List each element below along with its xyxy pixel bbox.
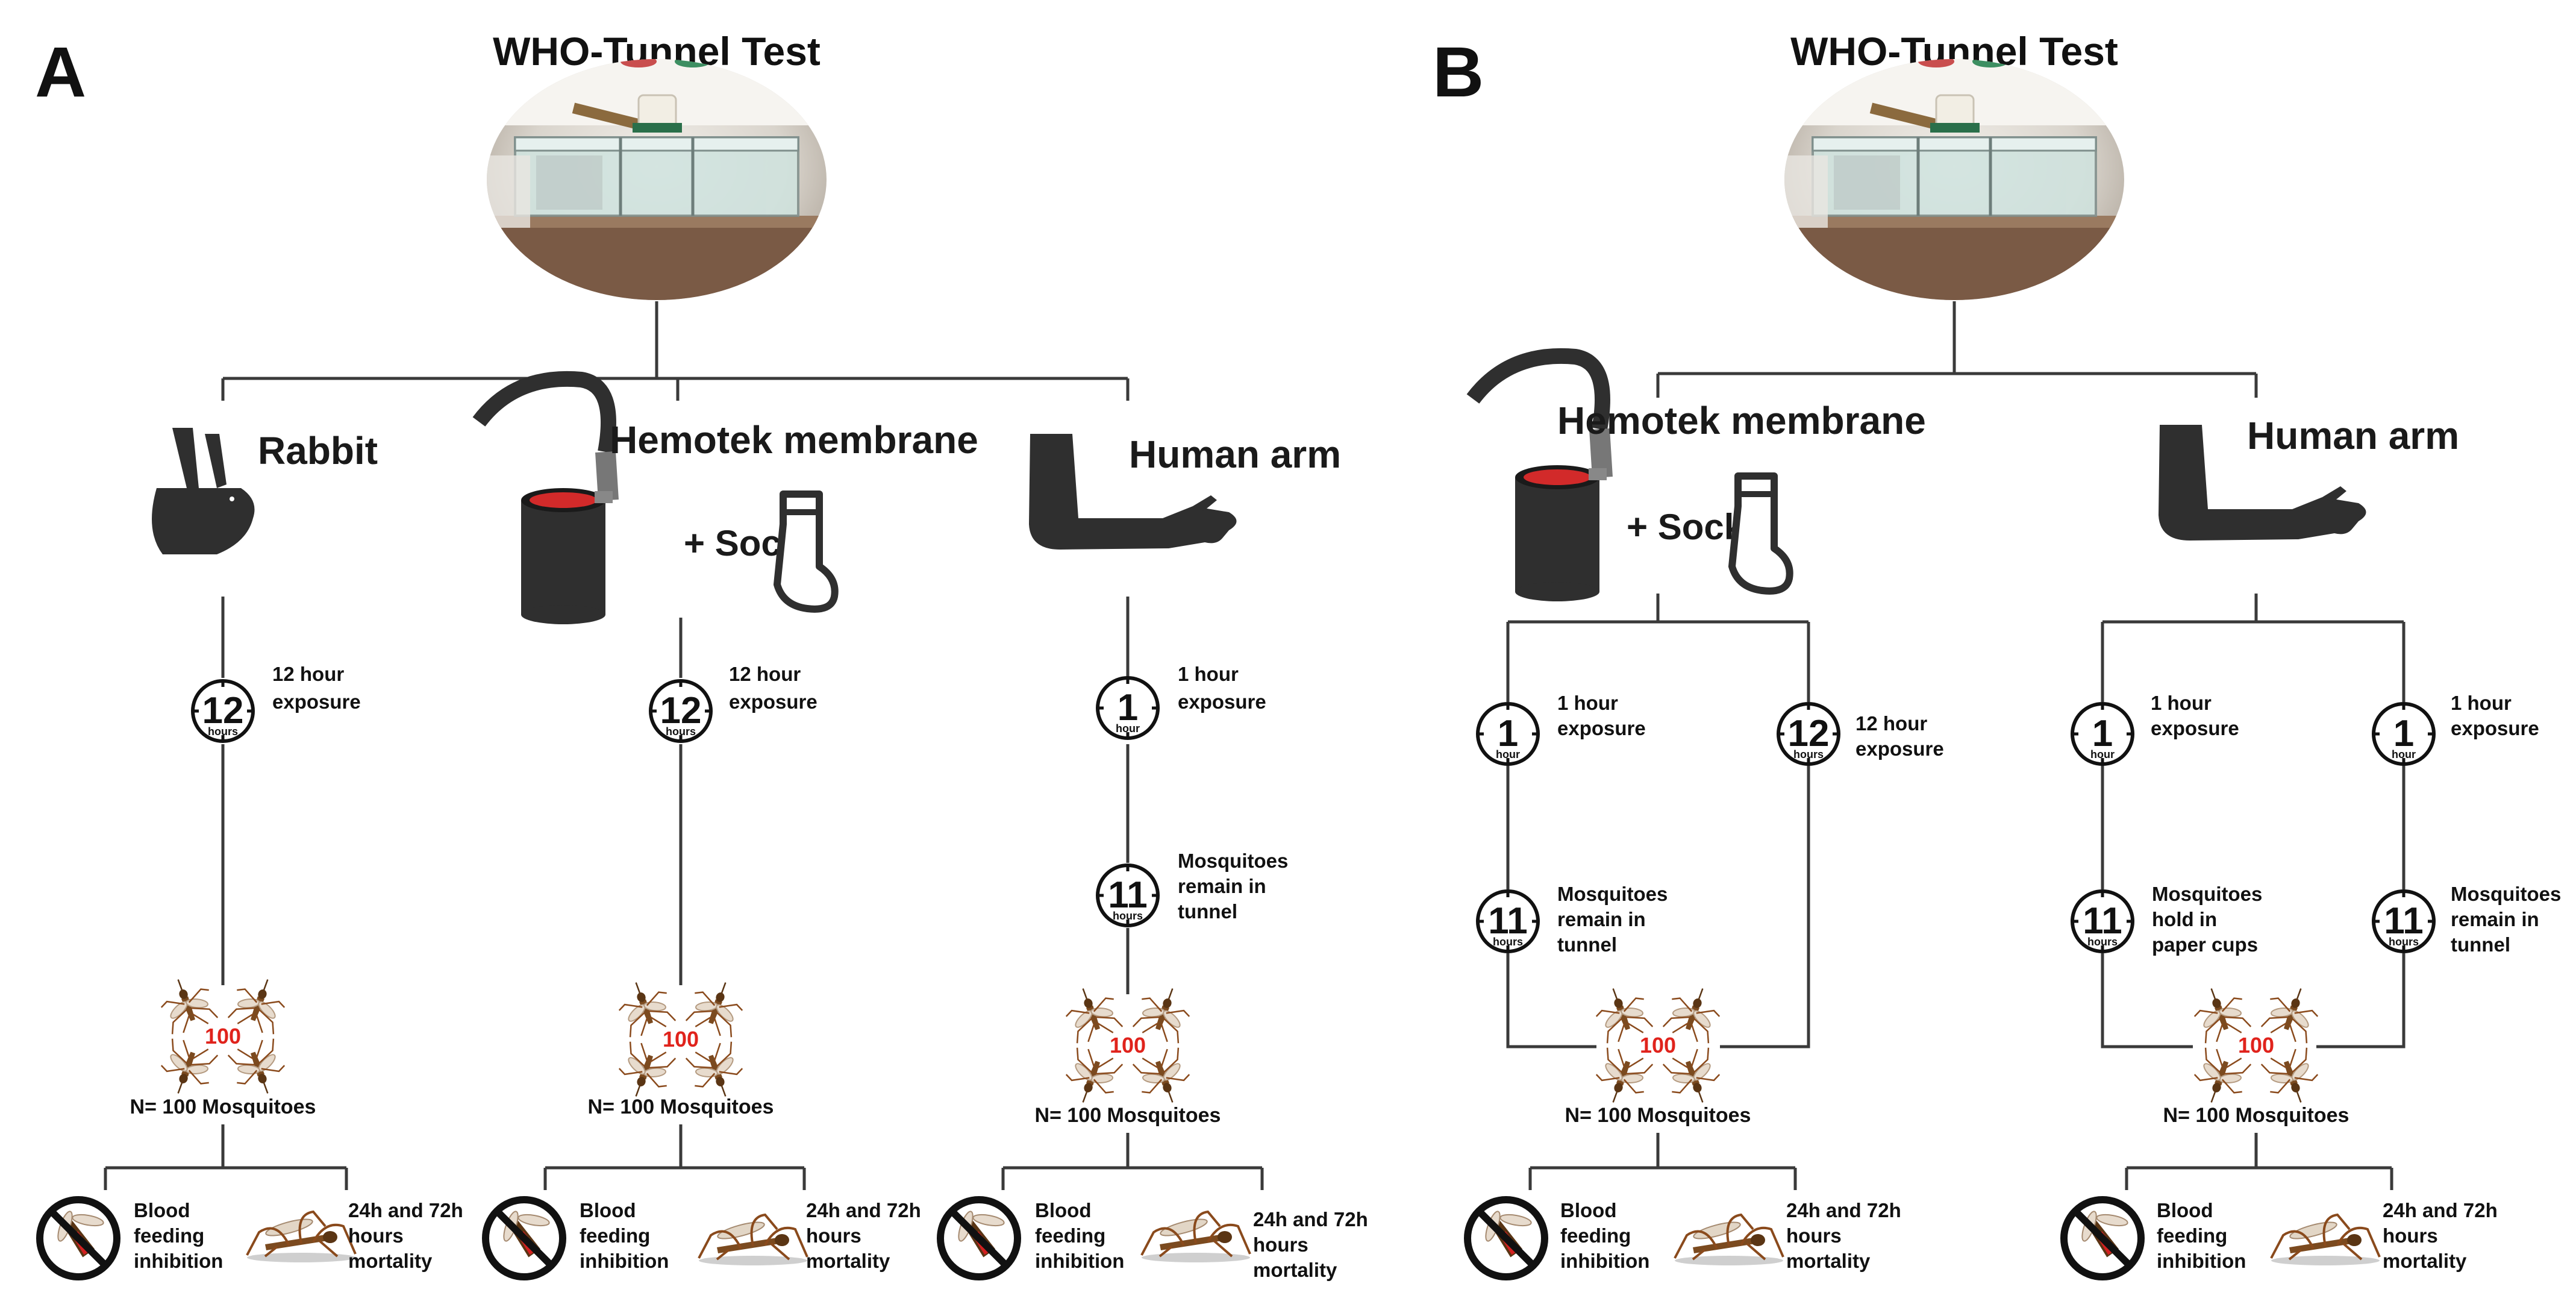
n-label: N= 100 Mosquitoes <box>130 1095 316 1118</box>
clock-icon: 11 hours <box>2374 891 2434 951</box>
dead-mosquito-icon <box>246 1211 357 1264</box>
mosquito-count: 100 <box>205 1024 241 1048</box>
svg-text:11: 11 <box>1488 900 1528 942</box>
mosquito-cluster: 100 <box>153 970 293 1103</box>
svg-text:hour: hour <box>2392 748 2416 760</box>
hemotek-feeder-icon <box>479 379 613 624</box>
sock-label: + Sock <box>1627 507 1745 547</box>
clock-icon: 1 hour <box>2072 704 2133 764</box>
step-label: Mosquitoes hold in paper cups <box>2152 883 2268 956</box>
panel-letter: B <box>1433 33 1484 112</box>
tunnel-photo <box>1774 53 2135 306</box>
sock-icon <box>777 494 835 609</box>
dead-mosquito-icon <box>2270 1214 2381 1267</box>
no-feeding-icon <box>940 1200 1018 1277</box>
mosquito-cluster: 100 <box>1058 979 1198 1112</box>
mosquito-cluster: 100 <box>2186 979 2326 1112</box>
svg-text:12: 12 <box>660 690 702 732</box>
source-label: Rabbit <box>258 429 378 472</box>
svg-text:12: 12 <box>1788 713 1830 754</box>
step-label: 12 hour exposure <box>729 663 818 713</box>
svg-text:hour: hour <box>1496 748 1520 760</box>
clock-icon: 11 hours <box>2072 891 2133 951</box>
mosquito-count: 100 <box>1640 1033 1676 1058</box>
outcome-label: Blood feeding inhibition <box>134 1199 223 1272</box>
source-label: Human arm <box>1129 433 1341 476</box>
no-feeding-icon <box>486 1200 563 1277</box>
mosquito-count: 100 <box>663 1027 699 1051</box>
clock-icon: 12 hours <box>1778 704 1839 764</box>
sock-icon <box>1732 476 1790 591</box>
svg-text:1: 1 <box>1118 687 1138 729</box>
clock-icon: 11 hours <box>1098 865 1158 926</box>
n-label: N= 100 Mosquitoes <box>2163 1104 2349 1127</box>
clock-icon: 1 hour <box>2374 704 2434 764</box>
step-label: Mosquitoes remain in tunnel <box>1557 883 1674 956</box>
svg-text:hours: hours <box>666 725 696 738</box>
mosquito-count: 100 <box>2238 1033 2274 1058</box>
n-label: N= 100 Mosquitoes <box>1565 1104 1751 1127</box>
panel-letter: A <box>35 33 86 112</box>
outcome-label: 24h and 72h hours mortality <box>348 1199 469 1272</box>
clock-icon: 1 hour <box>1098 678 1158 738</box>
svg-text:hours: hours <box>1493 936 1523 948</box>
outcome-label: 24h and 72h hours mortality <box>1253 1208 1374 1281</box>
outcome-label: 24h and 72h hours mortality <box>1786 1199 1907 1272</box>
svg-text:11: 11 <box>1108 874 1148 916</box>
outcome-label: 24h and 72h hours mortality <box>2383 1199 2503 1272</box>
step-label: 1 hour exposure <box>1557 692 1646 739</box>
rabbit-icon <box>152 428 255 554</box>
source-label: Hemotek membrane <box>610 418 978 462</box>
panel-b: B WHO-Tunnel Test Hemotek membrane + Soc… <box>1433 29 2567 1277</box>
svg-text:hours: hours <box>1113 910 1143 922</box>
source-label: Human arm <box>2247 414 2459 457</box>
no-feeding-icon <box>2064 1200 2141 1277</box>
n-label: N= 100 Mosquitoes <box>588 1095 774 1118</box>
svg-text:hour: hour <box>1116 722 1140 735</box>
step-label: Mosquitoes remain in tunnel <box>1178 850 1294 923</box>
clock-icon: 11 hours <box>1478 891 1538 951</box>
svg-text:1: 1 <box>2092 713 2113 754</box>
svg-text:hours: hours <box>2087 936 2118 948</box>
tunnel-photo <box>476 53 837 306</box>
step-label: 1 hour exposure <box>2451 692 2539 739</box>
dead-mosquito-icon <box>1674 1214 1784 1267</box>
clock-icon: 12 hours <box>193 681 253 741</box>
clock-icon: 12 hours <box>651 681 711 741</box>
mosquito-cluster: 100 <box>1588 979 1728 1112</box>
mosquito-cluster: 100 <box>611 973 751 1106</box>
no-feeding-icon <box>1468 1200 1545 1277</box>
svg-text:hours: hours <box>208 725 238 738</box>
outcome-label: Blood feeding inhibition <box>2157 1199 2246 1272</box>
source-label: Hemotek membrane <box>1557 399 1926 442</box>
svg-text:11: 11 <box>2083 900 2122 942</box>
svg-text:hours: hours <box>1793 748 1824 760</box>
outcome-label: Blood feeding inhibition <box>580 1199 669 1272</box>
no-feeding-icon <box>40 1200 117 1277</box>
step-label: 1 hour exposure <box>2151 692 2239 739</box>
outcome-label: Blood feeding inhibition <box>1560 1199 1649 1272</box>
outcome-label: 24h and 72h hours mortality <box>806 1199 927 1272</box>
step-label: Mosquitoes remain in tunnel <box>2451 883 2567 956</box>
step-label: 12 hour exposure <box>272 663 361 713</box>
dead-mosquito-icon <box>698 1214 808 1267</box>
step-label: 1 hour exposure <box>1178 663 1266 713</box>
svg-text:1: 1 <box>2393 713 2414 754</box>
svg-text:12: 12 <box>202 690 244 732</box>
outcome-label: Blood feeding inhibition <box>1035 1199 1124 1272</box>
step-label: 12 hour exposure <box>1855 712 1944 760</box>
svg-text:hours: hours <box>2389 936 2419 948</box>
clock-icon: 1 hour <box>1478 704 1538 764</box>
panel-a: A WHO-Tunnel Test Rabbit Hemotek membran… <box>35 29 1374 1281</box>
n-label: N= 100 Mosquitoes <box>1035 1104 1221 1127</box>
dead-mosquito-icon <box>1140 1211 1251 1264</box>
hemotek-feeder-icon <box>1473 356 1607 601</box>
mosquito-count: 100 <box>1110 1033 1146 1058</box>
svg-text:1: 1 <box>1498 713 1518 754</box>
svg-text:11: 11 <box>2384 900 2424 942</box>
svg-text:hour: hour <box>2090 748 2115 760</box>
